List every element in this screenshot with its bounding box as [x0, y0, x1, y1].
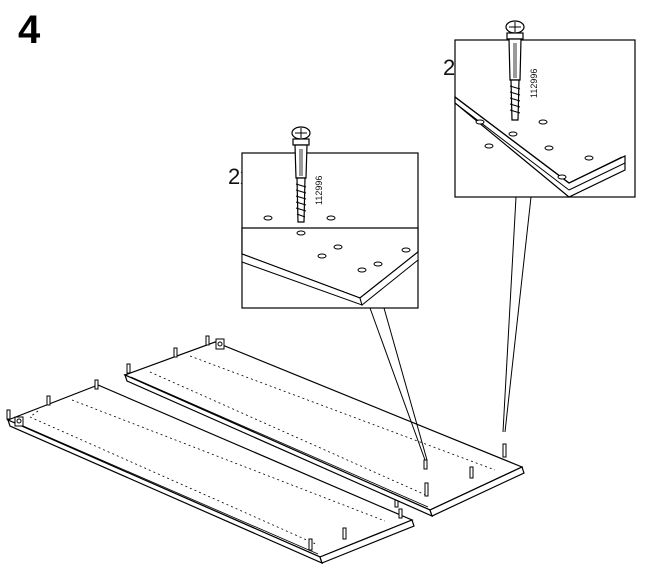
part-number-right: 112996 [529, 69, 539, 98]
holes-right [475, 119, 594, 180]
shelf-pin-icon-right [505, 20, 525, 121]
corner-bracket-front [14, 416, 24, 427]
shelf-pins-back [126, 335, 507, 497]
shelf-pins-front [6, 379, 403, 551]
detail-box-left: 112996 [241, 126, 419, 309]
corner-bracket-back [215, 338, 225, 350]
part-number-left: 112996 [314, 176, 324, 205]
shelf-panel-front [6, 384, 415, 565]
shelf-pin-icon-left [291, 126, 311, 223]
detail-box-right: 112996 [454, 20, 636, 198]
callout-leaders [369, 196, 532, 461]
step-number: 4 [18, 8, 41, 52]
shelf-panel-back [123, 341, 525, 518]
holes-left [263, 215, 411, 273]
